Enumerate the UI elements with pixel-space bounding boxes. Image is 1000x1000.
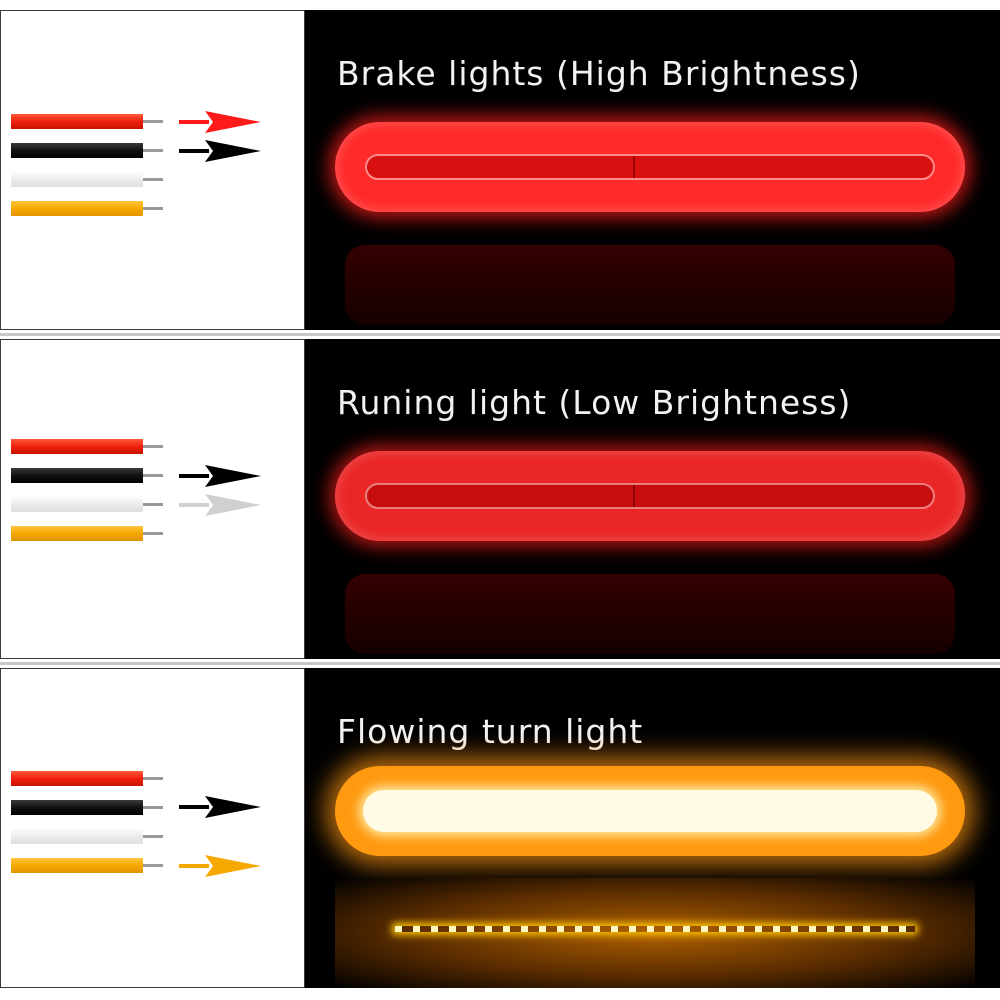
lamp-bar xyxy=(335,766,965,856)
black-arrow-icon xyxy=(179,796,261,818)
yellow-wire xyxy=(11,858,163,873)
black-wire xyxy=(11,468,163,483)
red-wire xyxy=(11,114,163,129)
led-dots xyxy=(395,926,915,932)
lamp-photo: Brake lights (High Brightness) xyxy=(305,10,1000,330)
black-arrow-icon xyxy=(179,140,261,162)
white-wire xyxy=(11,497,163,512)
brake-light-panel: Brake lights (High Brightness) xyxy=(0,10,1000,330)
lamp-bar xyxy=(335,451,965,541)
running-light-panel: Runing light (Low Brightness) xyxy=(0,339,1000,659)
panel-caption: Flowing turn light xyxy=(337,712,644,751)
red-wire xyxy=(11,439,163,454)
wire-diagram xyxy=(0,668,305,988)
lamp-reflection xyxy=(335,878,975,988)
wire-diagram xyxy=(0,10,305,330)
white-wire xyxy=(11,172,163,187)
lamp-photo: Runing light (Low Brightness) xyxy=(305,339,1000,659)
lamp-reflection xyxy=(345,245,955,325)
red-wire xyxy=(11,771,163,786)
black-wire xyxy=(11,800,163,815)
lamp-photo: Flowing turn light xyxy=(305,668,1000,988)
panel-caption: Runing light (Low Brightness) xyxy=(337,383,852,422)
divider xyxy=(0,333,1000,336)
panel-caption: Brake lights (High Brightness) xyxy=(337,54,861,93)
white-arrow-icon xyxy=(179,494,261,516)
lamp-reflection xyxy=(345,574,955,654)
yellow-wire xyxy=(11,201,163,216)
black-arrow-icon xyxy=(179,465,261,487)
yellow-arrow-icon xyxy=(179,855,261,877)
turn-light-panel: Flowing turn light xyxy=(0,668,1000,988)
red-arrow-icon xyxy=(179,111,261,133)
wire-diagram xyxy=(0,339,305,659)
divider xyxy=(0,662,1000,665)
yellow-wire xyxy=(11,526,163,541)
black-wire xyxy=(11,143,163,158)
white-wire xyxy=(11,829,163,844)
lamp-bar xyxy=(335,122,965,212)
